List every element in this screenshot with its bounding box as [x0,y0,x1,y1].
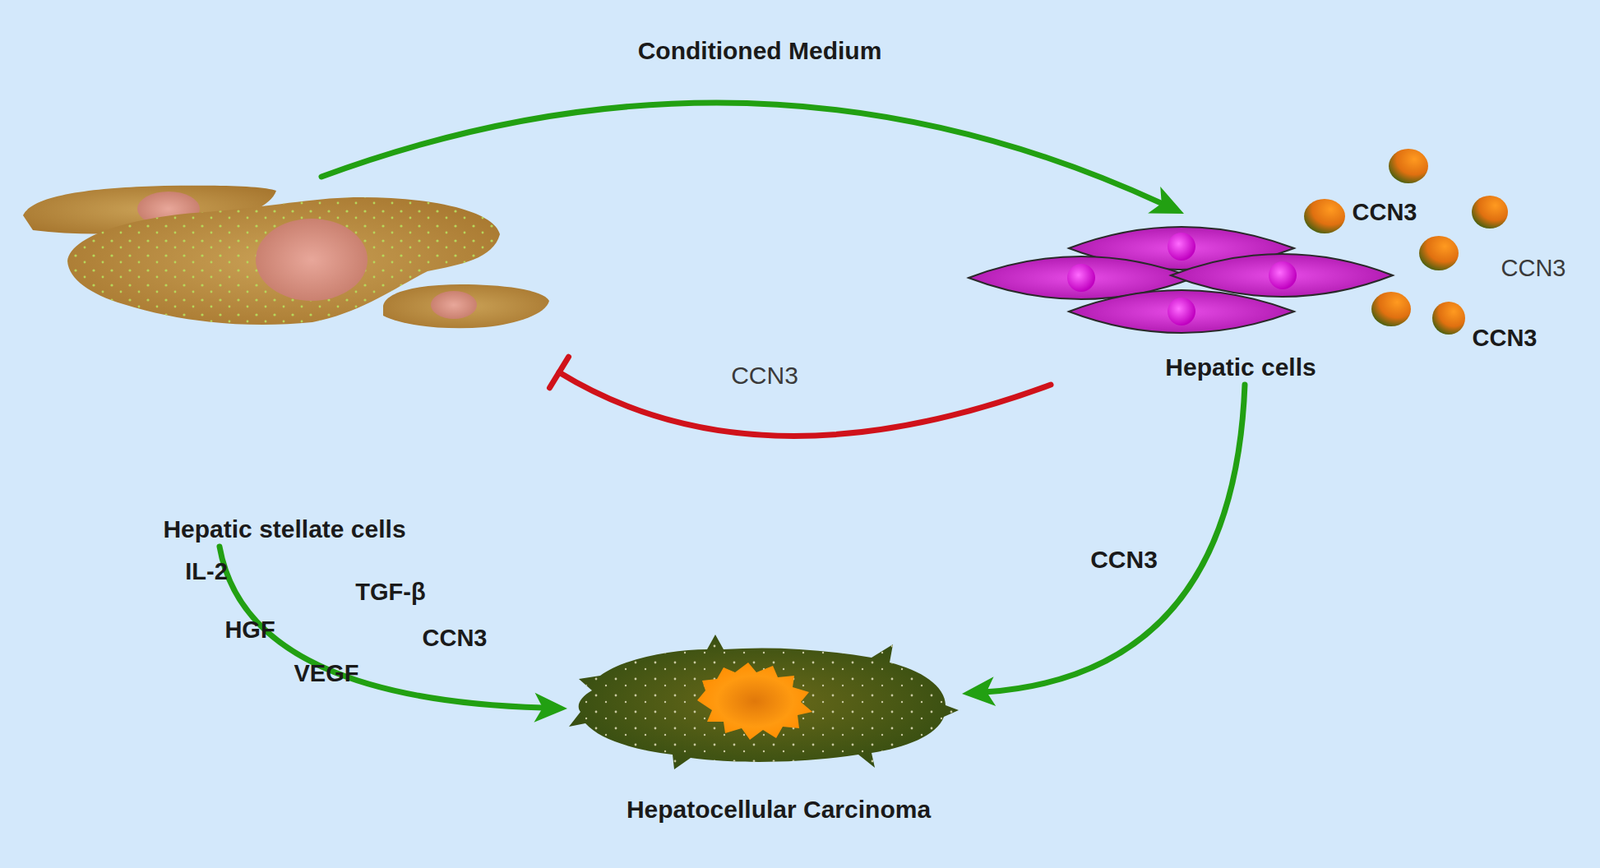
inhibition-bar [550,356,569,389]
connector-line [559,372,1051,436]
factor-label: CCN3 [1501,254,1567,283]
hepatic-cells [968,226,1393,333]
connector [321,102,1184,214]
cell-label: Hepatic stellate cells [162,515,406,544]
factor-label: HGF [224,616,275,644]
connector-line [219,546,543,708]
arrow-head [961,676,996,707]
connector [961,384,1245,707]
cell-label: Hepatocellular Carcinoma [626,795,931,824]
connector [219,546,568,723]
edge-label: CCN3 [730,361,799,390]
factor-label: CCN3 [1472,324,1538,352]
carcinoma-cell [568,634,959,770]
connector-line [986,384,1245,693]
factor-label: IL-2 [184,558,228,586]
arrow-head [533,693,568,723]
cell-group: Hepatic stellate cells [16,176,560,547]
factor-label: VEGF [294,660,360,688]
connector [550,356,1051,436]
factor-label: TGF-β [355,578,426,606]
arrow-head [1147,186,1184,214]
connector-line [321,102,1162,204]
ccn3-particles [1304,148,1508,335]
stellate-cells [23,185,550,329]
cell-label: Hepatic cells [1165,353,1316,382]
cell-group: Hepatic cells [961,213,1398,385]
factor-label: CCN3 [1352,198,1418,227]
cell-group: Hepatocellular Carcinoma [567,633,962,835]
factor-label: CCN3 [422,624,488,653]
edge-label: CCN3 [1090,545,1158,574]
edge-label: Conditioned Medium [638,36,883,65]
